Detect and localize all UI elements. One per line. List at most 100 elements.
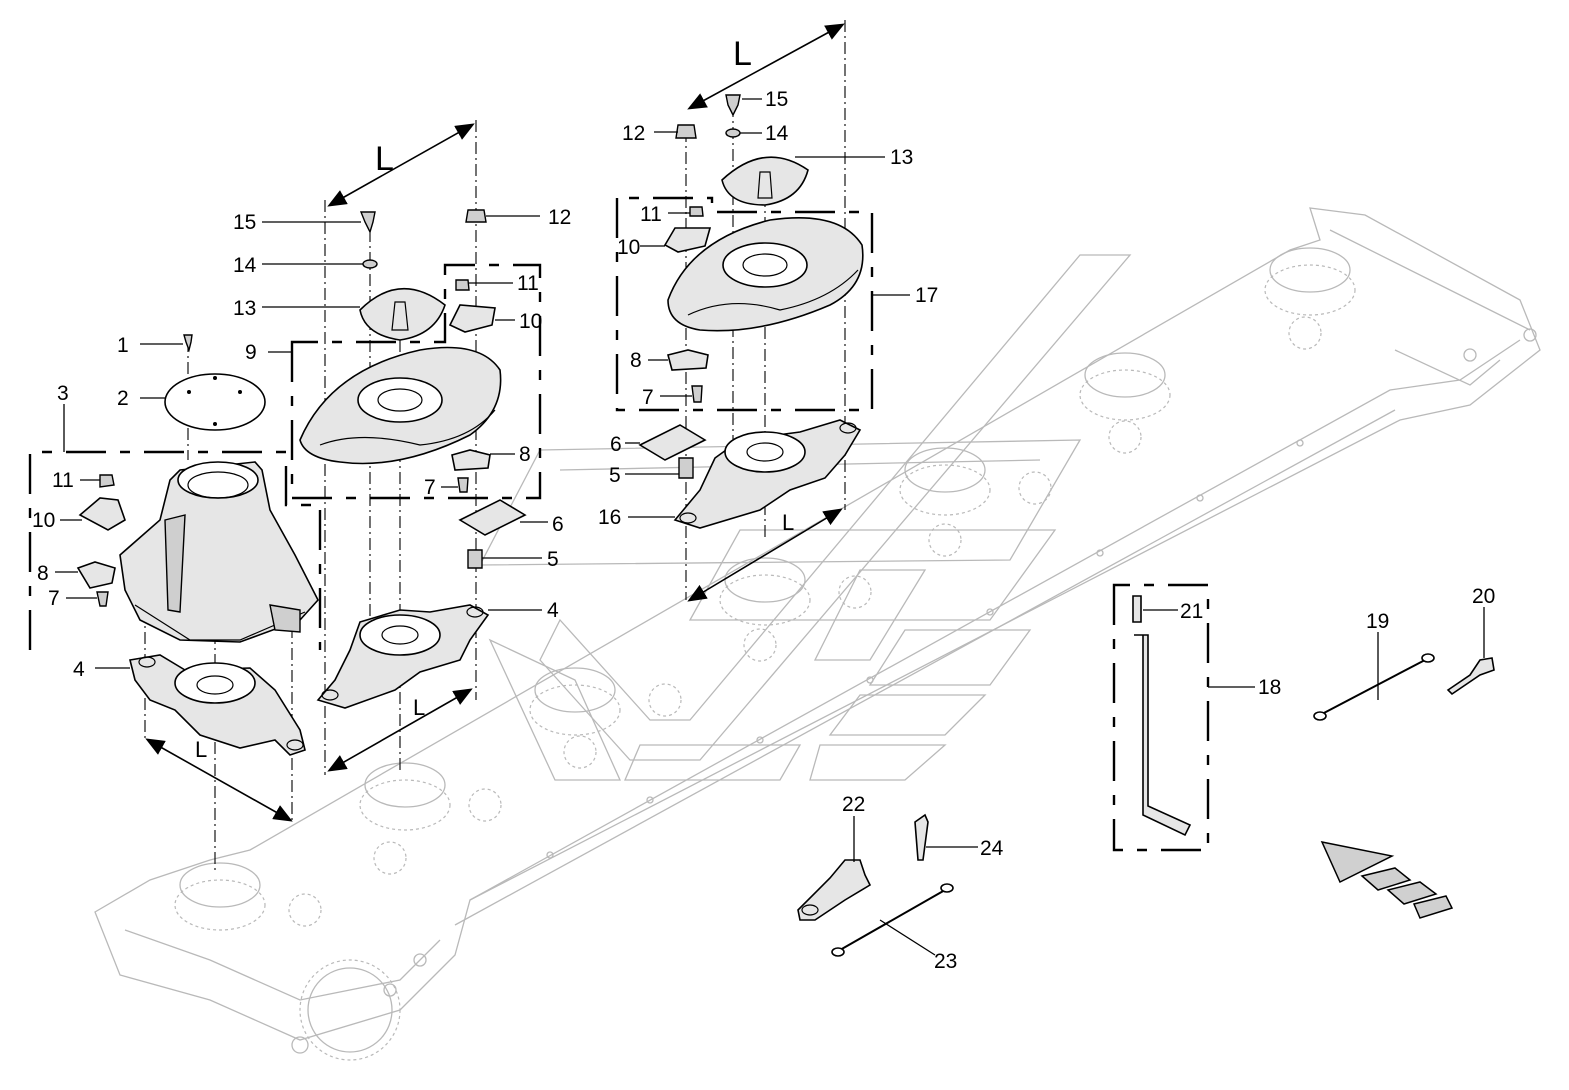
callout-5: 5 xyxy=(609,464,621,487)
rotor-disc-middle xyxy=(299,346,502,465)
rotor-disc-right xyxy=(667,217,864,332)
callout-11: 11 xyxy=(517,272,539,295)
washer-plate xyxy=(667,349,709,371)
beam-holes xyxy=(546,439,1304,859)
spring-clip xyxy=(1446,657,1495,696)
nut xyxy=(455,279,470,291)
callout-12: 12 xyxy=(622,122,645,145)
dome-cap xyxy=(721,156,809,206)
callout-16: 16 xyxy=(598,506,621,529)
middle-assembly xyxy=(290,209,542,709)
clamp xyxy=(663,227,712,253)
clamp xyxy=(78,497,126,531)
callout-11: 11 xyxy=(52,469,74,492)
callout-10: 10 xyxy=(519,310,542,333)
callout-8: 8 xyxy=(519,443,531,466)
cable-19 xyxy=(1313,653,1435,721)
callout-7: 7 xyxy=(642,386,654,409)
callout-18: 18 xyxy=(1258,676,1281,699)
callout-9: 9 xyxy=(245,341,257,364)
callout-6: 6 xyxy=(552,513,564,536)
knife-plate xyxy=(638,424,707,461)
nut xyxy=(465,209,487,223)
callout-17: 17 xyxy=(915,284,938,307)
right-assembly xyxy=(615,94,874,529)
callout-2: 2 xyxy=(117,387,129,410)
washer xyxy=(725,128,741,138)
blade-holder-plate-left xyxy=(129,654,306,756)
dimension-L-lower-middle: L xyxy=(327,688,473,772)
callout-14: 14 xyxy=(765,122,789,145)
callout-13: 13 xyxy=(890,146,913,169)
angle-bracket xyxy=(1134,634,1192,837)
cotter-pin xyxy=(914,813,929,861)
bolt xyxy=(457,477,469,493)
svg-text:L: L xyxy=(375,140,394,178)
callout-8: 8 xyxy=(37,562,49,585)
bolt xyxy=(725,94,741,117)
svg-text:L: L xyxy=(782,510,794,535)
callout-12: 12 xyxy=(548,206,571,229)
screw xyxy=(183,334,193,353)
callout-7: 7 xyxy=(48,587,60,610)
callout-3: 3 xyxy=(57,382,69,405)
callout-5: 5 xyxy=(547,548,559,571)
svg-text:L: L xyxy=(413,695,425,720)
callout-10: 10 xyxy=(32,509,55,532)
callout-23: 23 xyxy=(934,950,957,973)
dimension-L-top: L xyxy=(687,23,845,110)
gear-circles xyxy=(288,316,1322,927)
rotor-hubs xyxy=(174,247,1356,931)
bolt xyxy=(467,549,483,569)
bolt xyxy=(96,591,109,607)
svg-text:L: L xyxy=(195,737,207,762)
callout-20: 20 xyxy=(1472,585,1495,608)
washer-plate xyxy=(76,561,116,589)
nut xyxy=(675,124,697,139)
callout-14: 14 xyxy=(233,254,257,277)
clamp xyxy=(448,304,496,333)
leader-lines xyxy=(55,98,1485,956)
left-assembly xyxy=(28,334,322,756)
callout-11: 11 xyxy=(640,203,662,226)
blade-holder-plate-right xyxy=(673,419,862,529)
callout-22: 22 xyxy=(842,793,865,816)
washer-plate xyxy=(451,449,491,471)
loose-parts xyxy=(797,653,1495,957)
dome-cap xyxy=(359,287,446,341)
callout-labels: 1 2 3 11 10 8 7 4 15 14 13 9 12 11 10 8 … xyxy=(32,88,1495,973)
dimension-L-lower-right: L xyxy=(687,508,843,602)
background-pattern xyxy=(478,254,1132,781)
bolt xyxy=(691,385,703,403)
rotor-cap-large xyxy=(119,461,319,643)
dimension-L-mid: L xyxy=(327,123,475,207)
blade-holder-plate-middle xyxy=(316,604,490,709)
callout-8: 8 xyxy=(630,349,642,372)
bracket-22 xyxy=(797,859,872,921)
washer xyxy=(362,259,378,269)
bolt xyxy=(678,457,694,479)
blade-strip xyxy=(1132,595,1142,623)
nut xyxy=(689,206,704,217)
nut xyxy=(99,474,115,488)
cable-23 xyxy=(831,883,954,957)
callout-6: 6 xyxy=(610,433,622,456)
callout-24: 24 xyxy=(980,837,1004,860)
bolt xyxy=(359,211,376,234)
callout-15: 15 xyxy=(765,88,788,111)
mower-beam-outline xyxy=(94,207,1541,1061)
direction-arrow-icon xyxy=(1320,840,1454,919)
callout-10: 10 xyxy=(617,236,640,259)
svg-text:L: L xyxy=(733,35,752,73)
cover-plate xyxy=(164,373,266,431)
callout-21: 21 xyxy=(1180,600,1203,623)
callout-15: 15 xyxy=(233,211,256,234)
knife-plate xyxy=(458,499,527,536)
callout-4: 4 xyxy=(73,658,85,681)
dimension-L-lower-left: L xyxy=(145,737,293,822)
callout-13: 13 xyxy=(233,297,256,320)
callout-1: 1 xyxy=(117,334,129,357)
callout-19: 19 xyxy=(1366,610,1389,633)
callout-7: 7 xyxy=(424,476,436,499)
